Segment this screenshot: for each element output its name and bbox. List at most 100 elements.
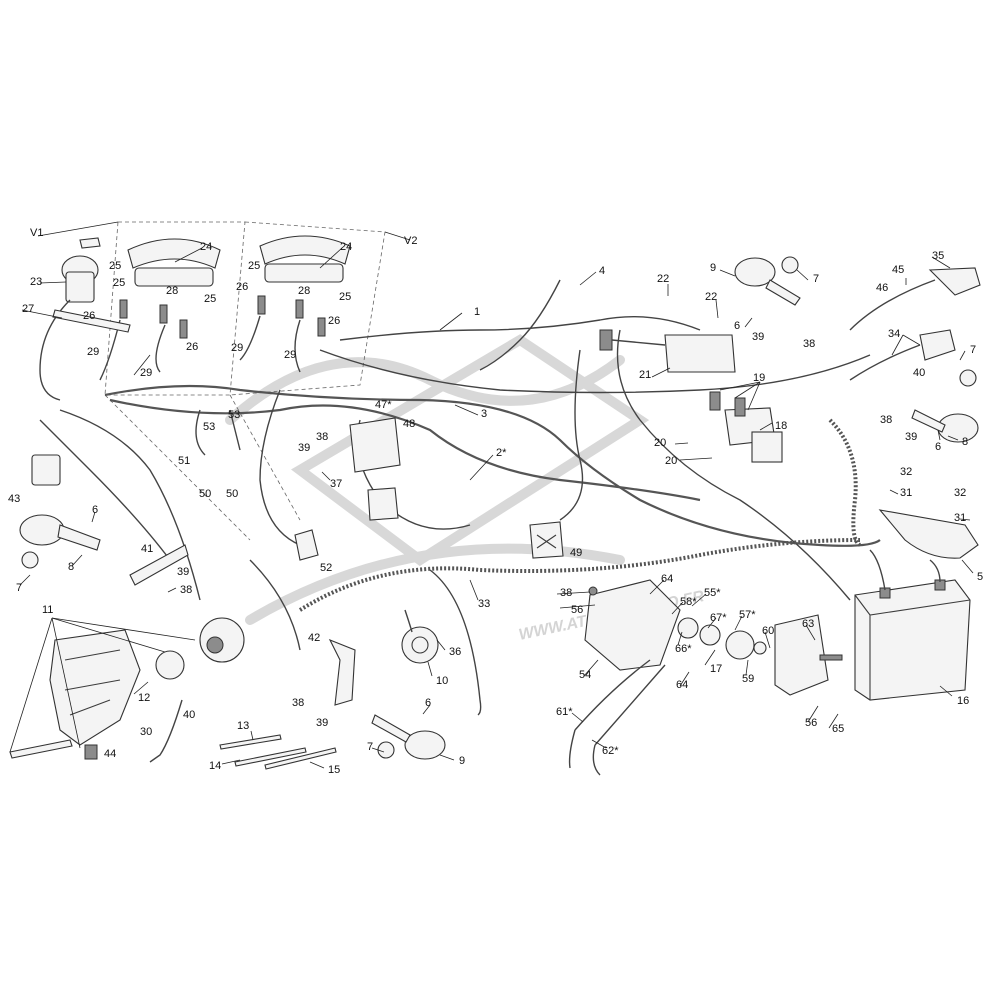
part-label-39d: 39 <box>177 566 189 578</box>
leader-line <box>133 354 151 376</box>
leader-line <box>745 659 749 676</box>
part-label-12: 12 <box>138 692 150 704</box>
leader-line <box>250 730 254 741</box>
leader-line <box>439 312 463 331</box>
part-label-32b: 32 <box>954 487 966 499</box>
part-label-33: 33 <box>478 598 490 610</box>
part-label-48: 48 <box>403 418 415 430</box>
leader-line <box>51 617 81 749</box>
leader-line <box>671 601 684 615</box>
leader-line <box>747 381 761 411</box>
part-label-1: 1 <box>474 306 480 318</box>
part-label-21: 21 <box>639 369 651 381</box>
part-label-58: 58* <box>680 596 697 608</box>
turn-signal-rear-left <box>911 369 979 443</box>
part-label-4: 4 <box>599 265 605 277</box>
leader-line <box>961 559 974 574</box>
part-label-15: 15 <box>328 764 340 776</box>
leader-line <box>744 317 753 328</box>
part-label-V1: V1 <box>30 227 43 239</box>
part-label-45: 45 <box>892 264 904 276</box>
part-label-25d: 25 <box>339 291 351 303</box>
part-label-66: 66* <box>675 643 692 655</box>
part-label-3: 3 <box>481 408 487 420</box>
part-label-39e: 39 <box>316 717 328 729</box>
part-label-9b: 9 <box>459 755 465 767</box>
leader-line <box>674 442 689 445</box>
tail-light <box>849 267 981 381</box>
leader-line <box>559 604 596 609</box>
part-label-42: 42 <box>308 632 320 644</box>
turn-signal-front-left <box>19 514 101 569</box>
leader-line <box>19 574 31 586</box>
leader-line <box>679 457 713 461</box>
part-label-44: 44 <box>104 748 116 760</box>
instrument-cluster-v1 <box>99 238 221 381</box>
part-label-25c: 25 <box>248 260 260 272</box>
leader-line <box>805 624 816 641</box>
signal-bracket-left <box>129 544 189 586</box>
part-label-62: 62* <box>602 745 619 757</box>
part-label-53b: 53 <box>203 421 215 433</box>
part-label-28a: 28 <box>166 285 178 297</box>
leader-line <box>422 704 431 715</box>
part-label-26b: 26 <box>186 341 198 353</box>
part-label-63: 63 <box>802 618 814 630</box>
leader-line <box>51 617 166 653</box>
turn-signal-front-right <box>371 714 446 760</box>
leader-line <box>959 518 971 521</box>
leader-line <box>174 247 203 263</box>
part-label-64a: 64 <box>661 573 673 585</box>
leader-line <box>651 367 671 378</box>
leader-line <box>371 747 385 753</box>
turn-signal-rear-right <box>734 256 801 306</box>
leader-line <box>891 334 904 356</box>
part-label-29a: 29 <box>87 346 99 358</box>
leader-line <box>321 471 331 481</box>
part-label-V2: V2 <box>404 235 417 247</box>
leader-line <box>37 221 119 237</box>
part-label-7a: 7 <box>813 273 819 285</box>
leader-line <box>439 754 455 761</box>
part-label-7c: 7 <box>16 582 22 594</box>
part-label-7b: 7 <box>970 344 976 356</box>
leader-line <box>427 661 433 677</box>
leader-line <box>691 593 707 607</box>
detail-box-v2 <box>229 221 386 396</box>
part-label-36: 36 <box>449 646 461 658</box>
leader-lines <box>9 221 974 769</box>
signal-bracket-right <box>328 638 356 706</box>
part-label-14: 14 <box>209 760 221 772</box>
part-label-9a: 9 <box>710 262 716 274</box>
part-label-8a: 8 <box>962 436 968 448</box>
leader-line <box>469 454 494 481</box>
leader-line <box>764 631 771 649</box>
part-label-6a: 6 <box>734 320 740 332</box>
starter-relay <box>709 391 783 463</box>
part-label-50b: 50 <box>226 488 238 500</box>
part-label-24b: 24 <box>340 241 352 253</box>
part-label-11: 11 <box>42 604 53 616</box>
part-label-20a: 20 <box>654 437 666 449</box>
part-label-10: 10 <box>436 675 448 687</box>
horn <box>401 609 439 664</box>
part-label-34: 34 <box>888 328 900 340</box>
spiral-sheath <box>298 538 861 612</box>
headlight <box>9 617 245 760</box>
leader-line <box>707 617 717 629</box>
leader-line <box>221 759 241 765</box>
part-label-56a: 56 <box>571 604 583 616</box>
part-label-19: 19 <box>753 372 765 384</box>
part-label-20b: 20 <box>665 455 677 467</box>
leader-line <box>759 422 773 431</box>
flasher-relay <box>529 521 564 559</box>
battery <box>854 549 971 701</box>
part-label-64b: 64 <box>676 679 688 691</box>
leader-line <box>719 269 736 277</box>
voltage-regulator <box>599 329 736 373</box>
part-label-40a: 40 <box>913 367 925 379</box>
part-label-17: 17 <box>710 663 722 675</box>
part-label-35: 35 <box>932 250 944 262</box>
part-label-52: 52 <box>320 562 332 574</box>
part-label-6b: 6 <box>935 441 941 453</box>
